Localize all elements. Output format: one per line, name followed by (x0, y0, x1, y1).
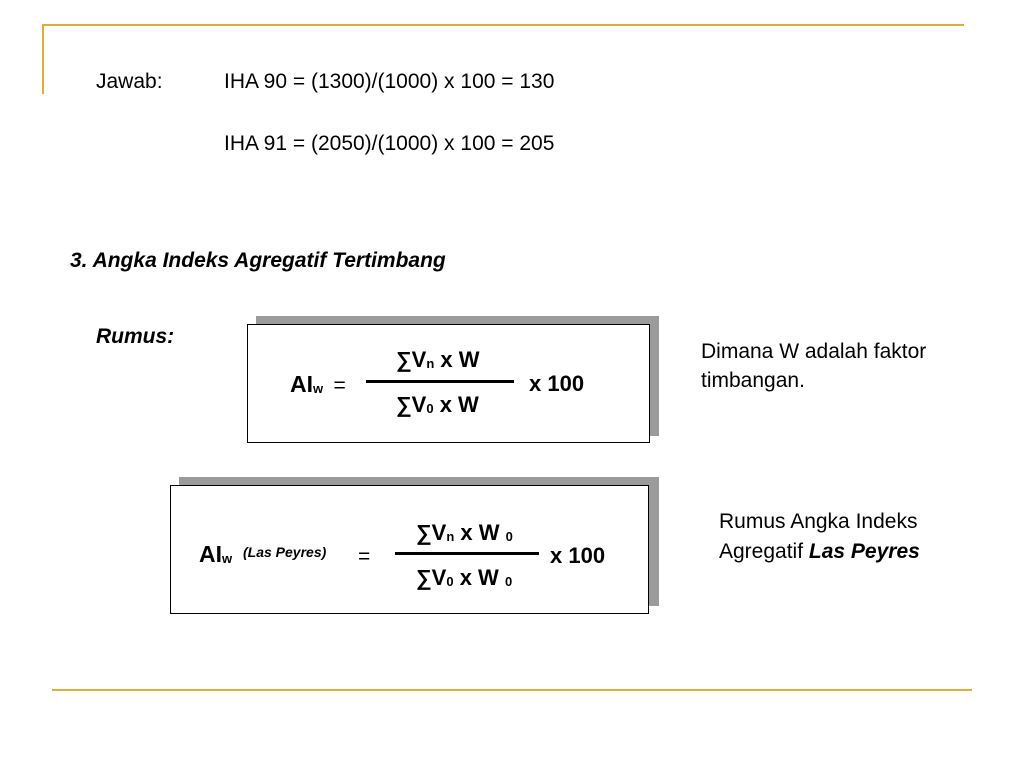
formula-1-denominator: ∑V0 x W (396, 392, 479, 417)
note-2-line-2: Agregatif Las Peyres (719, 541, 920, 562)
note-2-prefix: Agregatif (719, 540, 809, 563)
formula-1-box (247, 324, 650, 443)
formula-1-fraction-bar (366, 380, 514, 383)
answer-label: Jawab: (96, 70, 163, 93)
formula-1-lhs: AIw = (290, 371, 346, 397)
formula-1-multiplier: x 100 (529, 371, 585, 396)
note-1-line-2: timbangan. (701, 369, 805, 392)
top-accent-line (42, 24, 964, 26)
note-2-line-1: Rumus Angka Indeks (719, 510, 918, 533)
section-heading: 3. Angka Indeks Agregatif Tertimbang (70, 249, 446, 272)
formula-2-lhs: AIw (199, 541, 233, 567)
formula-2-numerator: ∑Vn x W 0 (416, 520, 513, 545)
answer-line-2: IHA 91 = (2050)/(1000) x 100 = 205 (224, 132, 555, 155)
formula-2-equals: = (358, 545, 371, 568)
note-2-emphasis: Las Peyres (808, 540, 920, 563)
left-accent-line (42, 24, 44, 94)
formula-2-denominator: ∑V0 x W 0 (416, 565, 513, 590)
formula-label: Rumus: (96, 325, 175, 348)
formula-2-lhs-note: (Las Peyres) (243, 544, 327, 560)
note-1-line-1: Dimana W adalah faktor (701, 340, 927, 363)
bottom-accent-line (52, 689, 972, 691)
formula-2-fraction-bar (395, 552, 539, 555)
formula-1-numerator: ∑Vn x W (396, 347, 480, 372)
formula-2-box (170, 485, 649, 614)
answer-line-1: IHA 90 = (1300)/(1000) x 100 = 130 (224, 70, 555, 93)
formula-2-multiplier: x 100 (550, 543, 606, 568)
